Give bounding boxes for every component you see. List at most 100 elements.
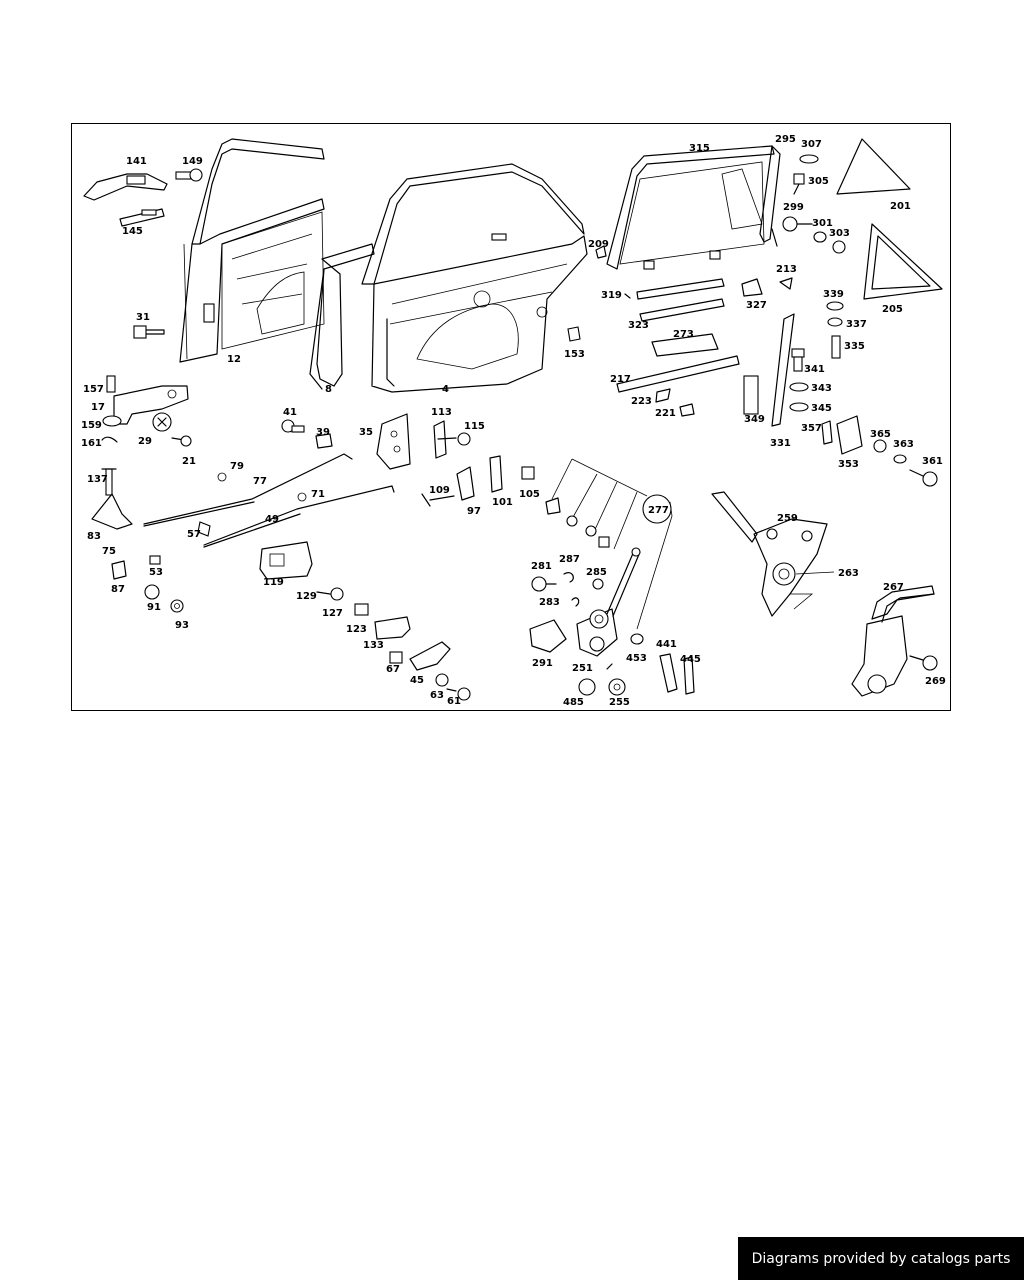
part-label-267: 267 [883, 582, 904, 593]
small-parts-left [111, 555, 184, 613]
part-label-115: 115 [464, 421, 485, 432]
gear-251 [576, 608, 618, 657]
part-label-335: 335 [844, 341, 865, 352]
part-label-21: 21 [182, 456, 196, 467]
bracket-113 [433, 420, 471, 459]
plate-291 [529, 619, 567, 653]
part-label-277: 277 [648, 505, 669, 516]
part-label-123: 123 [346, 624, 367, 635]
hinge-17 [101, 375, 192, 447]
bolt-305-307 [793, 154, 819, 195]
part-label-63: 63 [430, 690, 444, 701]
part-label-319: 319 [601, 290, 622, 301]
part-label-137: 137 [87, 474, 108, 485]
part-label-67: 67 [386, 664, 400, 675]
part-label-445: 445 [680, 654, 701, 665]
fasteners-335-345 [789, 301, 844, 412]
lower-parts [389, 641, 471, 701]
part-label-4: 4 [442, 384, 449, 395]
part-label-301: 301 [812, 218, 833, 229]
part-label-159: 159 [81, 420, 102, 431]
part-label-299: 299 [783, 202, 804, 213]
plug-153 [567, 326, 581, 342]
part-label-323: 323 [628, 320, 649, 331]
bolts-41-39 [281, 419, 333, 449]
callout-277 [551, 458, 673, 630]
quarter-frame-205 [863, 223, 943, 300]
linkage-rods [143, 453, 395, 548]
part-label-79: 79 [230, 461, 244, 472]
part-label-273: 273 [673, 329, 694, 340]
part-label-255: 255 [609, 697, 630, 708]
part-label-303: 303 [829, 228, 850, 239]
part-label-93: 93 [175, 620, 189, 631]
part-label-105: 105 [519, 489, 540, 500]
part-label-315: 315 [689, 143, 710, 154]
part-label-327: 327 [746, 300, 767, 311]
part-label-363: 363 [893, 439, 914, 450]
part-label-8: 8 [325, 384, 332, 395]
part-label-133: 133 [363, 640, 384, 651]
part-label-75: 75 [102, 546, 116, 557]
outer-handle-parts [83, 168, 203, 227]
part-label-141: 141 [126, 156, 147, 167]
exploded-door-diagram: 141 149 145 31 12 8 4 153 157 17 159 161… [81, 134, 946, 708]
door-lock-35 [376, 413, 411, 470]
latch-parts [421, 455, 535, 507]
pin-137 [91, 468, 133, 530]
part-label-145: 145 [122, 226, 143, 237]
part-label-251: 251 [572, 663, 593, 674]
part-label-57: 57 [187, 529, 201, 540]
channels-331-349 [743, 313, 795, 427]
part-label-87: 87 [111, 584, 125, 595]
part-label-263: 263 [838, 568, 859, 579]
part-label-285: 285 [586, 567, 607, 578]
part-label-53: 53 [149, 567, 163, 578]
part-labels: 141 149 145 31 12 8 4 153 157 17 159 161… [81, 134, 946, 708]
part-label-29: 29 [138, 436, 152, 447]
part-label-39: 39 [316, 427, 330, 438]
part-label-31: 31 [136, 312, 150, 323]
part-label-127: 127 [322, 608, 343, 619]
window-motor-267 [851, 585, 938, 697]
rails-273-217 [616, 333, 740, 417]
clip-319 [624, 293, 631, 299]
part-label-345: 345 [811, 403, 832, 414]
part-label-17: 17 [91, 402, 105, 413]
rear-door-skin [309, 243, 375, 390]
rear-door-inner [361, 163, 588, 393]
part-label-71: 71 [311, 489, 325, 500]
parts-213-327 [741, 277, 793, 297]
part-label-201: 201 [890, 201, 911, 212]
part-label-129: 129 [296, 591, 317, 602]
bolts-281-287 [531, 572, 604, 607]
front-door-shell [179, 138, 325, 363]
part-label-119: 119 [263, 577, 284, 588]
part-label-453: 453 [626, 653, 647, 664]
part-label-221: 221 [655, 408, 676, 419]
part-label-283: 283 [539, 597, 560, 608]
part-label-109: 109 [429, 485, 450, 496]
part-label-269: 269 [925, 676, 946, 687]
part-label-341: 341 [804, 364, 825, 375]
part-label-331: 331 [770, 438, 791, 449]
part-label-213: 213 [776, 264, 797, 275]
part-label-357: 357 [801, 423, 822, 434]
credit-banner: Diagrams provided by catalogs parts [738, 1237, 1024, 1280]
part-label-343: 343 [811, 383, 832, 394]
strips-323 [636, 278, 725, 322]
part-label-287: 287 [559, 554, 580, 565]
part-label-295: 295 [775, 134, 796, 145]
part-label-361: 361 [922, 456, 943, 467]
regulator-bracket-353 [821, 415, 938, 487]
parts-485-255 [578, 663, 626, 696]
part-label-485: 485 [563, 697, 584, 708]
credit-text: Diagrams provided by catalogs parts [751, 1250, 1011, 1267]
channel-295 [759, 145, 781, 243]
part-label-41: 41 [283, 407, 297, 418]
part-label-97: 97 [467, 506, 481, 517]
part-label-77: 77 [253, 476, 267, 487]
bolts-299-303 [771, 216, 846, 254]
part-label-101: 101 [492, 497, 513, 508]
part-label-49: 49 [265, 514, 279, 525]
